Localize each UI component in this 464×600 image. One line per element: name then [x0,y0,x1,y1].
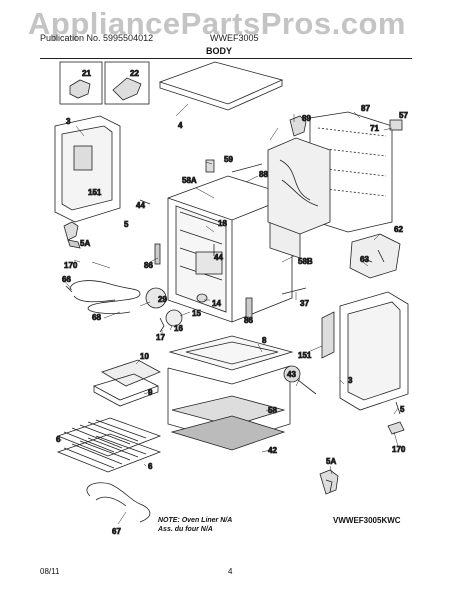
label-5a-left: 5A [80,239,90,248]
footer-page-number: 4 [228,567,233,576]
label-88: 88 [259,170,268,179]
header-rule [40,58,412,59]
oven-body [167,175,293,323]
label-10: 10 [140,352,149,361]
label-66: 66 [62,275,71,284]
part-59 [205,159,215,173]
bake-element [65,280,141,314]
label-14: 14 [212,299,221,308]
label-4: 4 [178,121,183,130]
label-68: 68 [92,313,101,322]
leader-lines [60,103,399,525]
model-series: WWEF3005 [210,33,259,43]
model-code: VWWEF3005KWC [333,516,401,525]
part-37 [281,287,307,295]
label-151-upper: 151 [88,188,102,197]
label-37: 37 [300,299,309,308]
screw-44-left [139,199,151,205]
label-17: 17 [156,333,165,342]
terminal-block [349,233,401,279]
oven-liner-note: NOTE: Oven Liner N/A Ass. du four N/A [158,516,232,534]
label-16: 16 [174,324,183,333]
watermark: AppliancePartsPros.com [28,6,406,41]
top-panel [158,61,284,111]
footer-date: 08/11 [40,567,60,576]
label-42: 42 [268,446,277,455]
part-57-clip [389,119,403,131]
label-58a: 58A [182,176,197,185]
label-22: 22 [130,69,139,78]
part-29 [145,287,167,309]
oven-door-left [54,115,121,223]
label-62: 62 [394,225,403,234]
wire-harness [267,137,331,235]
label-170-left: 170 [64,261,78,270]
label-3-lower: 3 [348,376,353,385]
part-88 [231,163,263,173]
part-17 [159,317,165,333]
part-14 [196,293,208,303]
label-3-upper: 3 [66,117,71,126]
label-89: 89 [302,114,311,123]
label-58b: 58B [298,257,313,266]
label-67: 67 [112,527,121,536]
label-59: 59 [224,155,233,164]
label-5a-right: 5A [326,457,336,466]
label-15: 15 [192,309,201,318]
label-44-center: 44 [214,253,223,262]
hinge-151 [321,311,335,359]
label-71: 71 [370,124,379,133]
label-86-upper: 86 [144,261,153,270]
label-57: 57 [399,111,408,120]
label-9: 9 [148,388,153,397]
screw-43 [283,365,317,395]
label-6-lower: 6 [148,462,153,471]
part-86-upper [154,243,161,265]
part-86-lower [245,297,253,319]
broiler-pan [92,359,161,407]
note-line-2: Ass. du four N/A [158,526,213,533]
oven-door-right [339,291,409,411]
part-21-box [59,61,103,105]
publication-number: Publication No. 5995504012 [40,33,154,43]
part-22-box [104,61,150,105]
storage-drawer [167,365,291,451]
label-8: 8 [262,336,267,345]
label-44-left: 44 [136,201,145,210]
cooktop [168,335,294,371]
hinge-left [63,221,81,249]
label-43: 43 [287,370,296,379]
hinge-right [319,469,339,495]
oven-racks [56,417,162,473]
label-29: 29 [158,295,167,304]
label-5-right: 5 [400,405,405,414]
label-21: 21 [82,69,91,78]
label-18: 18 [218,219,227,228]
part-170-right [387,421,405,435]
label-170-right: 170 [392,445,406,454]
label-151-lower: 151 [298,351,312,360]
part-16 [165,309,183,327]
label-58: 58 [268,406,277,415]
label-6-upper: 6 [56,435,61,444]
label-87: 87 [361,104,370,113]
header: AppliancePartsPros.com Publication No. 5… [0,0,464,60]
label-63: 63 [360,255,369,264]
broil-element [86,482,151,523]
section-title: BODY [206,46,233,56]
label-86-lower: 86 [244,316,253,325]
note-line-1: NOTE: Oven Liner N/A [158,517,233,524]
label-5-left: 5 [124,220,129,229]
